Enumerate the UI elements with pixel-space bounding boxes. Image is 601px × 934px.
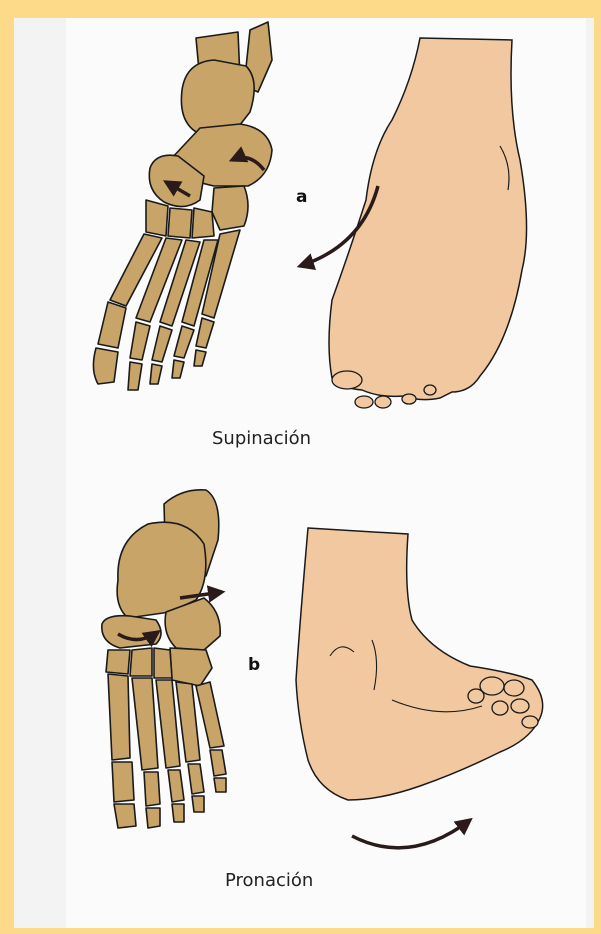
phalanx-5b-b	[214, 778, 226, 792]
panel-a-letter: a	[296, 187, 307, 207]
phalanx-4b-b	[192, 796, 204, 812]
phalanx-5b	[194, 350, 206, 366]
metatarsal-2-b	[132, 678, 158, 770]
cuneiform-3	[192, 208, 214, 238]
metatarsal-3-b	[156, 680, 180, 768]
metatarsal-4-b	[176, 682, 200, 762]
supination-foot	[329, 38, 527, 408]
cuneiform-3-b	[154, 648, 172, 678]
navicular-bone-b	[102, 616, 161, 648]
phalanx-1a-b	[112, 762, 134, 802]
phalanx-1b-b	[114, 804, 136, 828]
panel-b-letter: b	[248, 655, 260, 675]
phalanx-3a	[152, 326, 172, 362]
phalanx-3b	[150, 364, 162, 384]
supination-skeleton	[93, 22, 272, 390]
talus-bone	[181, 60, 254, 134]
metatarsal-5-b	[196, 682, 224, 748]
cuboid-bone	[212, 186, 248, 230]
panel-a-caption: Supinación	[212, 428, 311, 449]
cuneiform-2-b	[130, 648, 152, 676]
phalanx-4a-b	[188, 764, 204, 794]
pronation-skeleton	[102, 490, 226, 828]
phalanx-2b	[128, 362, 142, 390]
cuboid-bone-b	[170, 648, 212, 686]
cuneiform-2	[168, 208, 192, 238]
phalanx-4a	[174, 326, 194, 358]
cuneiform-1-b	[106, 650, 130, 674]
phalanx-2a	[130, 322, 150, 360]
cuneiform-1	[146, 200, 168, 236]
panel-b-caption: Pronación	[225, 870, 313, 891]
phalanx-2b-b	[146, 808, 160, 828]
phalanx-3a-b	[168, 770, 184, 802]
pronation-foot	[296, 528, 543, 800]
metatarsal-1-b	[108, 674, 130, 760]
phalanx-2a-b	[144, 772, 160, 806]
pronation-motion-arrow	[352, 820, 470, 848]
phalanx-1b	[93, 348, 118, 384]
phalanx-5a-b	[210, 750, 226, 776]
phalanx-3b-b	[172, 804, 184, 822]
phalanx-1a	[98, 302, 126, 348]
phalanx-5a	[196, 318, 214, 348]
phalanx-4b	[172, 360, 184, 378]
